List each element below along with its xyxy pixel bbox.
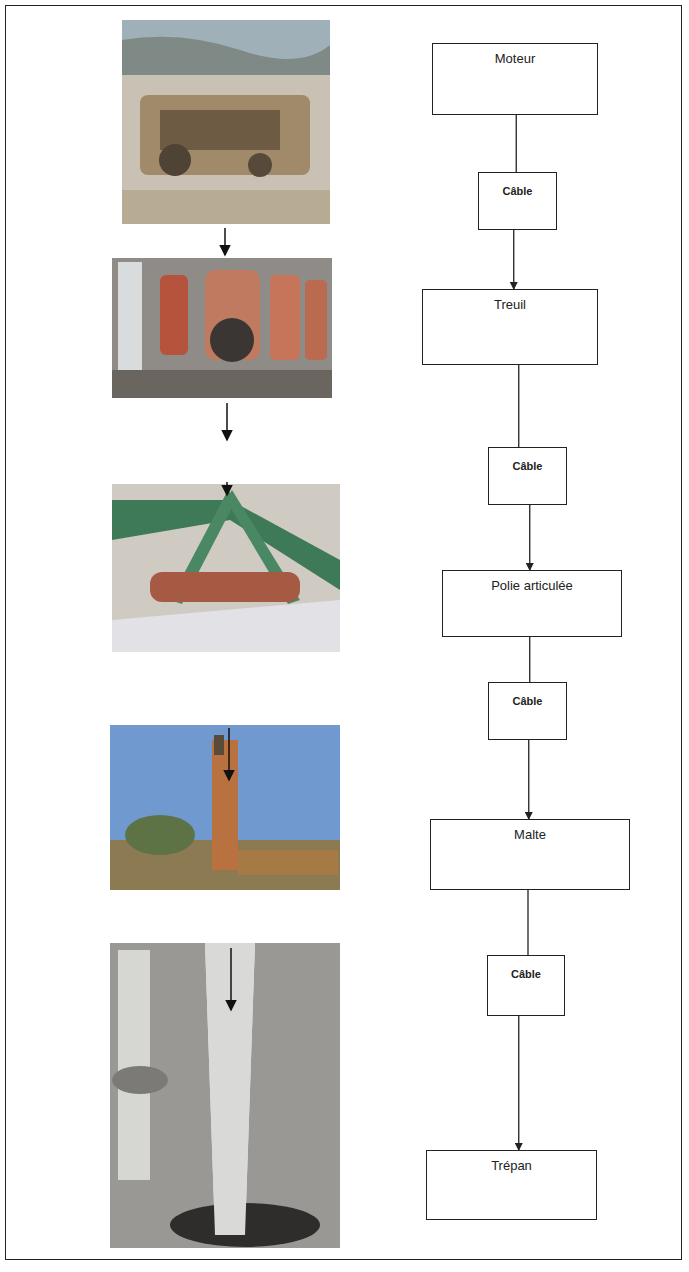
box-label: Moteur xyxy=(433,44,597,66)
connector-line xyxy=(527,890,528,955)
box-label: Câble xyxy=(488,956,564,980)
mast-photo xyxy=(110,725,340,890)
cable-box: Câble xyxy=(478,172,557,230)
pulley-photo xyxy=(112,484,340,652)
box-label: Câble xyxy=(489,448,566,472)
box-label: Trépan xyxy=(427,1151,596,1173)
box-label: Câble xyxy=(489,683,566,707)
winch-photo xyxy=(112,258,332,398)
cable-box: Câble xyxy=(487,955,565,1016)
box-label: Câble xyxy=(479,173,556,197)
process-box: Polie articulée xyxy=(442,570,622,637)
box-label: Polie articulée xyxy=(443,571,621,593)
connector-line xyxy=(513,230,514,289)
process-box: Trépan xyxy=(426,1150,597,1220)
connector-line xyxy=(529,505,530,570)
cable-box: Câble xyxy=(488,682,567,740)
process-box: Malte xyxy=(430,819,630,890)
connector-line xyxy=(518,1016,519,1150)
process-box: Moteur xyxy=(432,43,598,115)
connector-line xyxy=(529,637,530,682)
engine-photo xyxy=(122,20,330,224)
connector-line xyxy=(516,115,517,172)
connector-line xyxy=(528,740,529,819)
box-label: Malte xyxy=(431,820,629,842)
drill-bit-photo xyxy=(110,943,340,1248)
connector-line xyxy=(518,365,519,447)
box-label: Treuil xyxy=(423,290,597,312)
process-box: Treuil xyxy=(422,289,598,365)
cable-box: Câble xyxy=(488,447,567,505)
